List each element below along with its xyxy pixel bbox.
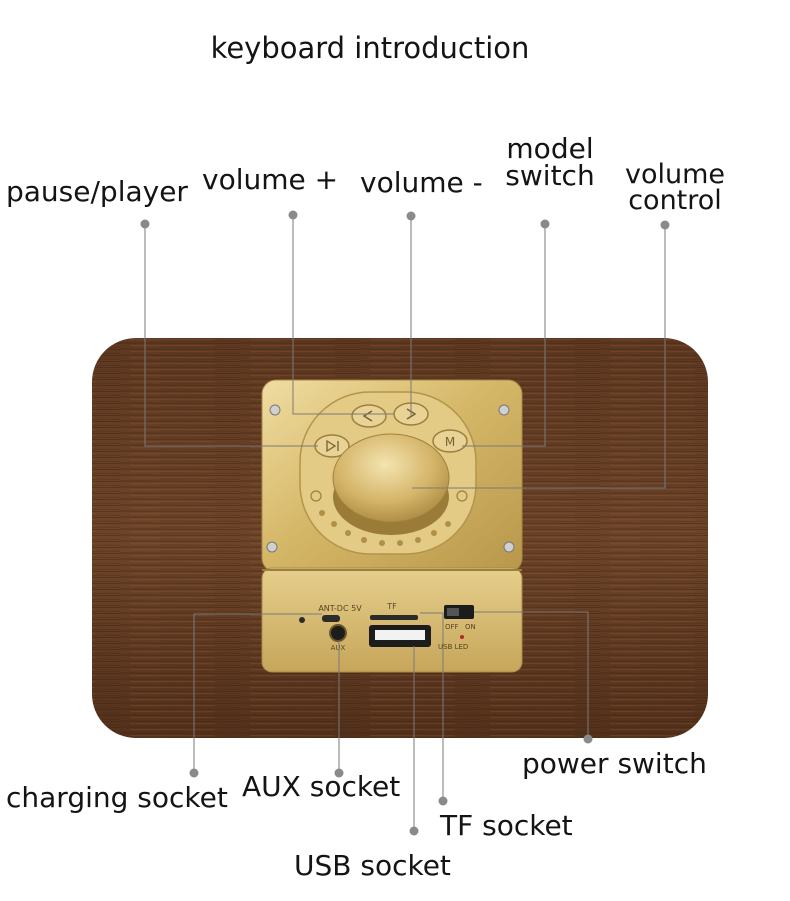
plus-mark-icon xyxy=(456,490,468,502)
screw-icon xyxy=(269,404,281,416)
leader-charging xyxy=(193,613,322,773)
leader-pause-player xyxy=(144,224,318,447)
leader-volume-plus xyxy=(292,215,394,415)
screw-icon xyxy=(266,541,278,553)
power-switch[interactable] xyxy=(444,605,474,619)
label-charging-socket: charging socket xyxy=(6,781,228,814)
label-model-switch: model switch xyxy=(498,132,602,192)
on-print: ON xyxy=(465,623,476,631)
front-panel: ANT-DC 5V TF AUX OFF ON USB LED xyxy=(299,602,476,652)
screw-icon xyxy=(498,404,510,416)
diagram-title: keyboard introduction xyxy=(210,31,530,65)
label-aux-socket: AUX socket xyxy=(242,770,401,803)
label-volume-control-line2: control xyxy=(628,184,722,216)
usb-led-print: USB LED xyxy=(438,643,468,651)
usb-port[interactable] xyxy=(369,625,431,647)
label-usb-socket: USB socket xyxy=(294,849,451,882)
label-model-switch-line1: model xyxy=(506,132,594,165)
leader-tf xyxy=(420,612,444,801)
minus-mark-icon xyxy=(310,490,322,502)
screw-icon xyxy=(503,541,515,553)
led-indicator xyxy=(460,635,464,639)
leader-dots xyxy=(140,210,670,836)
tf-slot[interactable] xyxy=(370,615,418,620)
level-dots xyxy=(319,510,451,546)
label-volume-control-line1: volume xyxy=(624,159,726,190)
mode-key-text: M xyxy=(445,435,455,449)
tf-print: TF xyxy=(386,602,397,611)
leader-lines xyxy=(144,215,666,831)
label-volume-minus: volume - xyxy=(360,166,483,199)
leader-volume-control xyxy=(412,225,666,489)
leader-model-switch xyxy=(462,224,546,447)
off-print: OFF xyxy=(445,623,459,631)
mode-button[interactable]: M xyxy=(432,429,468,453)
leader-power xyxy=(474,611,589,739)
label-model-switch-line2: switch xyxy=(505,158,595,192)
aux-print: AUX xyxy=(331,644,346,652)
label-power-switch: power switch xyxy=(522,747,707,780)
pause-play-button[interactable] xyxy=(314,434,350,458)
charging-port[interactable] xyxy=(322,615,340,622)
ant-dc-print: ANT-DC 5V xyxy=(318,604,362,613)
label-tf-socket: TF socket xyxy=(440,809,573,842)
label-volume-plus: volume + xyxy=(202,163,339,196)
label-volume-control: volume control xyxy=(618,159,732,216)
aux-port[interactable] xyxy=(329,624,347,642)
volume-knob[interactable] xyxy=(332,433,450,535)
volume-minus-button[interactable] xyxy=(351,404,387,428)
screw-icon xyxy=(299,617,305,623)
label-pause-player: pause/player xyxy=(6,175,188,208)
